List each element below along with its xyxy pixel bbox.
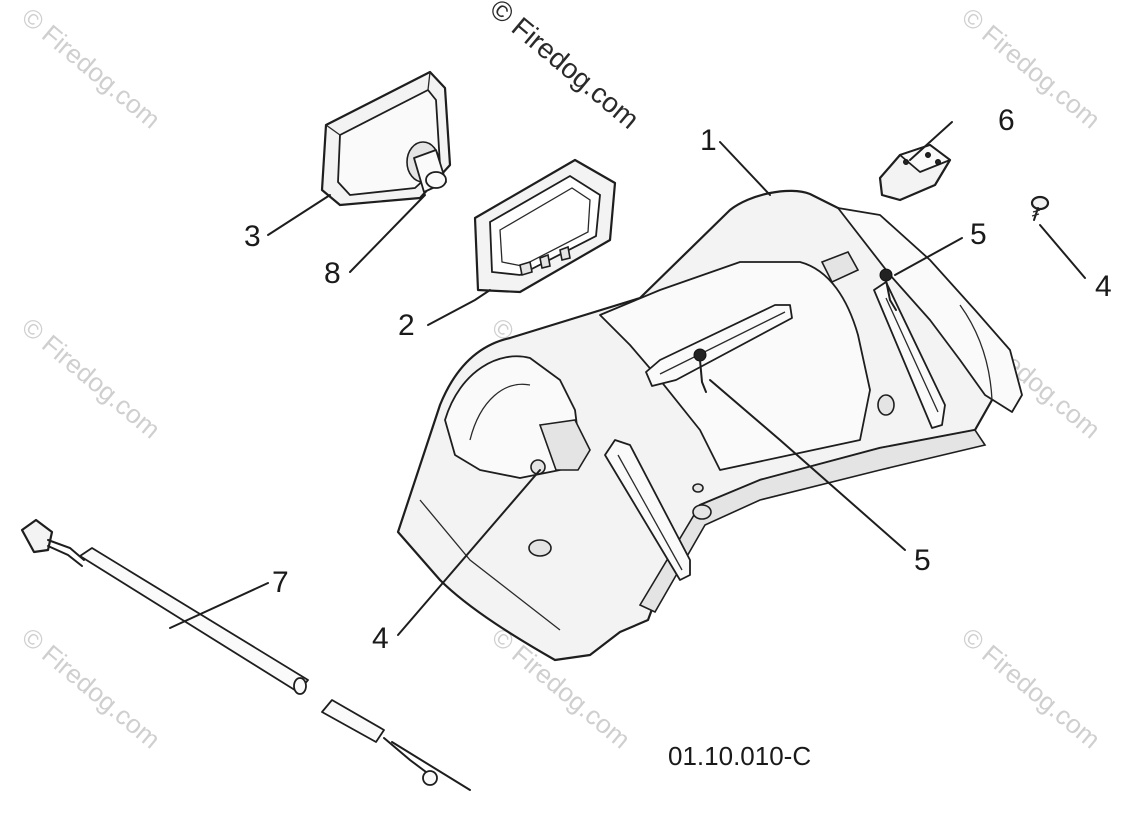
callout-4: 4: [372, 622, 389, 655]
screw: [1030, 195, 1050, 221]
callout-5: 5: [970, 218, 987, 251]
callout-2: 2: [398, 309, 415, 342]
leader-lines: [169, 121, 1086, 636]
hood-housing: [396, 189, 1023, 662]
wiring-harness: [20, 518, 471, 791]
rivet: [530, 459, 546, 475]
bulb-socket: [406, 141, 447, 193]
callout-4: 4: [1095, 270, 1112, 303]
switch: [878, 143, 952, 202]
callout-5: 5: [914, 544, 931, 577]
fastener-clip: [693, 268, 897, 393]
watermark: © Firedog.com: [16, 2, 166, 135]
watermark: © Firedog.com: [956, 2, 1106, 135]
watermark: © Firedog.com: [956, 622, 1106, 755]
callouts: 1 2 3 8 6 5 4 5 4 7: [244, 104, 1112, 655]
watermark: © Firedog.com: [16, 312, 166, 445]
callout-1: 1: [700, 124, 717, 157]
lamp-bezel: [473, 158, 617, 294]
callout-7: 7: [272, 566, 289, 599]
drawing-code: 01.10.010-C: [668, 741, 811, 771]
callout-3: 3: [244, 220, 261, 253]
callout-6: 6: [998, 104, 1015, 137]
copyright-watermark: © Firedog.com: [484, 0, 645, 135]
watermark: © Firedog.com: [16, 622, 166, 755]
callout-8: 8: [324, 257, 341, 290]
